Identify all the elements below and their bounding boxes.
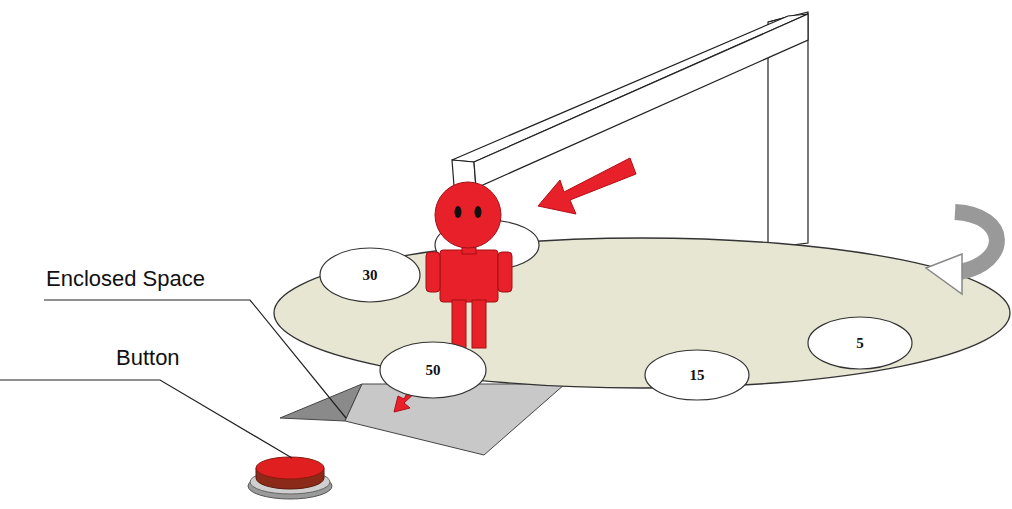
- button-symbol: [248, 457, 332, 499]
- direction-arrow: [538, 158, 636, 214]
- station-number: 15: [690, 367, 705, 384]
- part-label: Button: [116, 345, 180, 371]
- station-number: 5: [856, 335, 864, 352]
- part-label: Enclosed Space: [46, 266, 205, 292]
- station-ellipse: 15: [645, 350, 749, 400]
- station-ellipse: 30: [320, 248, 420, 302]
- station-ellipse: 5: [808, 317, 912, 369]
- rotation-arrow-head: [926, 254, 962, 294]
- gantry-beam-side: [474, 14, 808, 188]
- station-ellipse: 50: [380, 342, 486, 398]
- station-number: 50: [426, 362, 441, 379]
- leader-line: [0, 380, 292, 458]
- gantry-beam-top: [452, 14, 808, 162]
- person-figure: [426, 182, 512, 348]
- station-number: 30: [363, 267, 378, 284]
